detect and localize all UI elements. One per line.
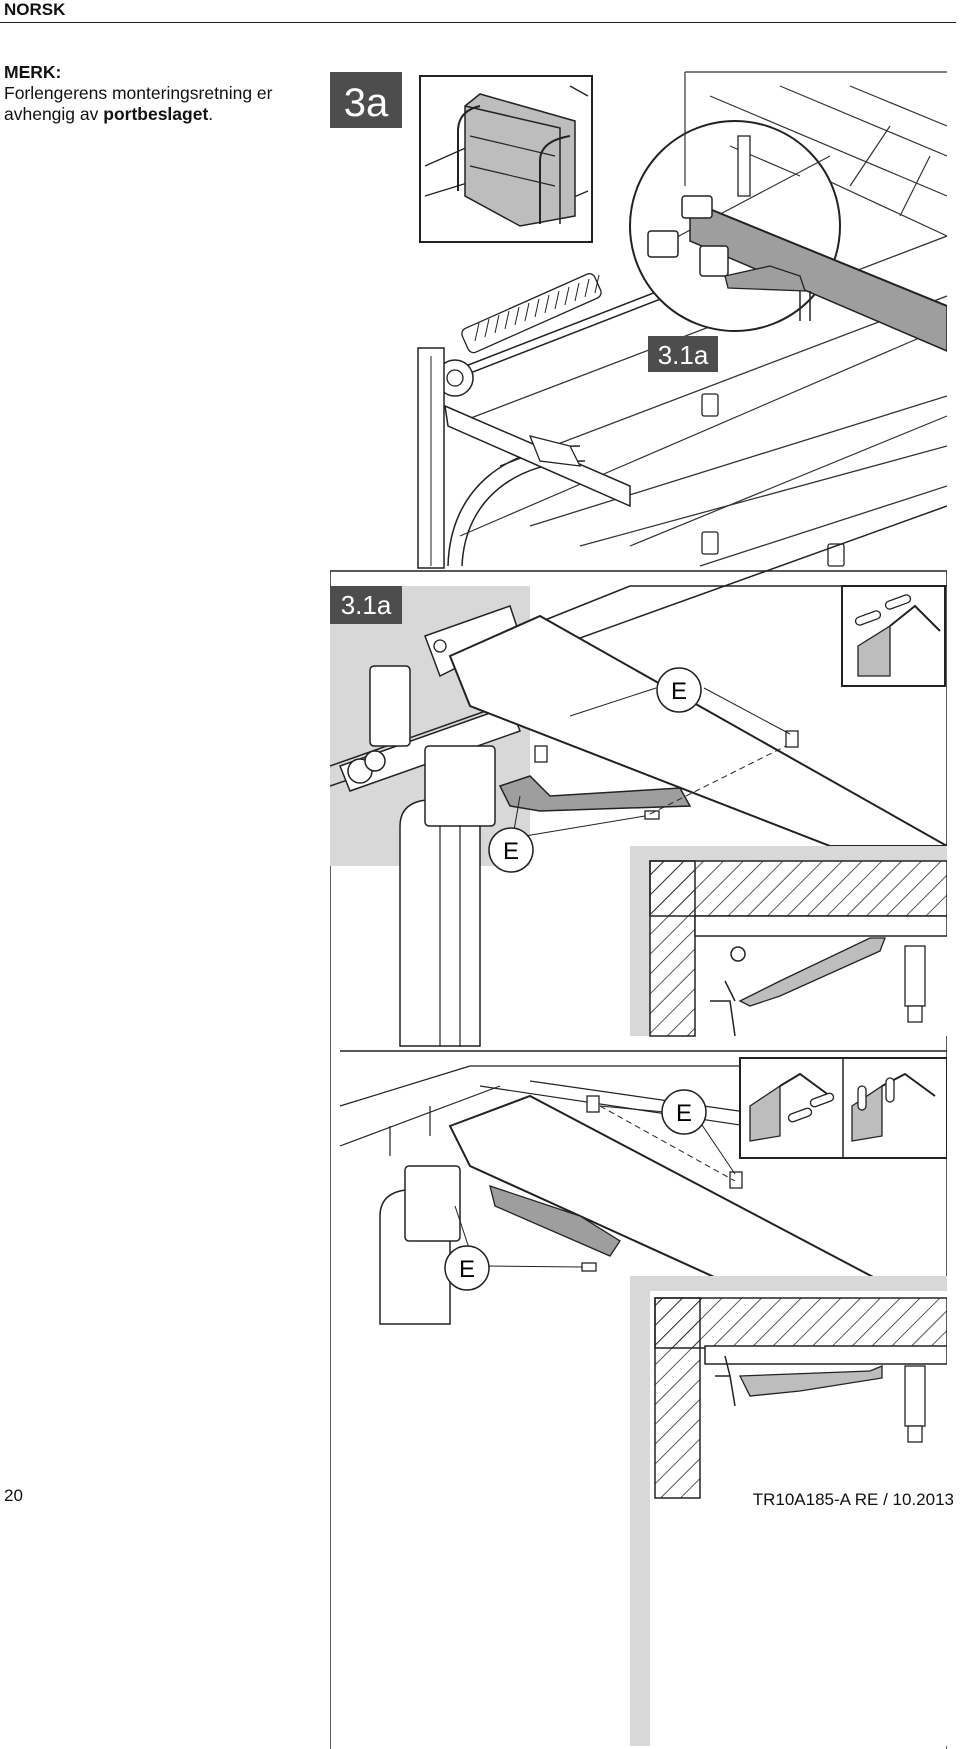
language-header: NORSK	[4, 0, 66, 19]
note-line-2-bold: portbeslaget	[103, 104, 209, 124]
svg-text:E: E	[503, 838, 519, 865]
detail-callout-3-1a: 3.1a	[658, 340, 709, 370]
svg-text:E: E	[671, 678, 687, 705]
svg-text:E: E	[676, 1100, 692, 1127]
page-number: 20	[4, 1486, 23, 1505]
header-rule	[0, 22, 956, 23]
figure-label-3-1a: 3.1a	[341, 590, 392, 620]
note-block: MERK: Forlengerens monteringsretning er …	[4, 62, 272, 125]
part-label-e-2: E	[488, 827, 534, 873]
figure-label-3a: 3a	[344, 81, 389, 125]
note-line-1: Forlengerens monteringsretning er	[4, 83, 273, 103]
part-label-e-3: E	[661, 1089, 707, 1135]
note-line-2-prefix: avhengig av	[4, 104, 104, 124]
figure-3a: 3a 3.1a	[330, 71, 947, 569]
svg-text:E: E	[459, 1256, 475, 1283]
part-label-e-4: E	[444, 1245, 490, 1291]
part-label-e-1: E	[656, 667, 702, 713]
document-id: TR10A185-A RE / 10.2013	[752, 1490, 954, 1509]
note-line-2-suffix: .	[208, 104, 214, 124]
note-title: MERK:	[4, 62, 62, 82]
